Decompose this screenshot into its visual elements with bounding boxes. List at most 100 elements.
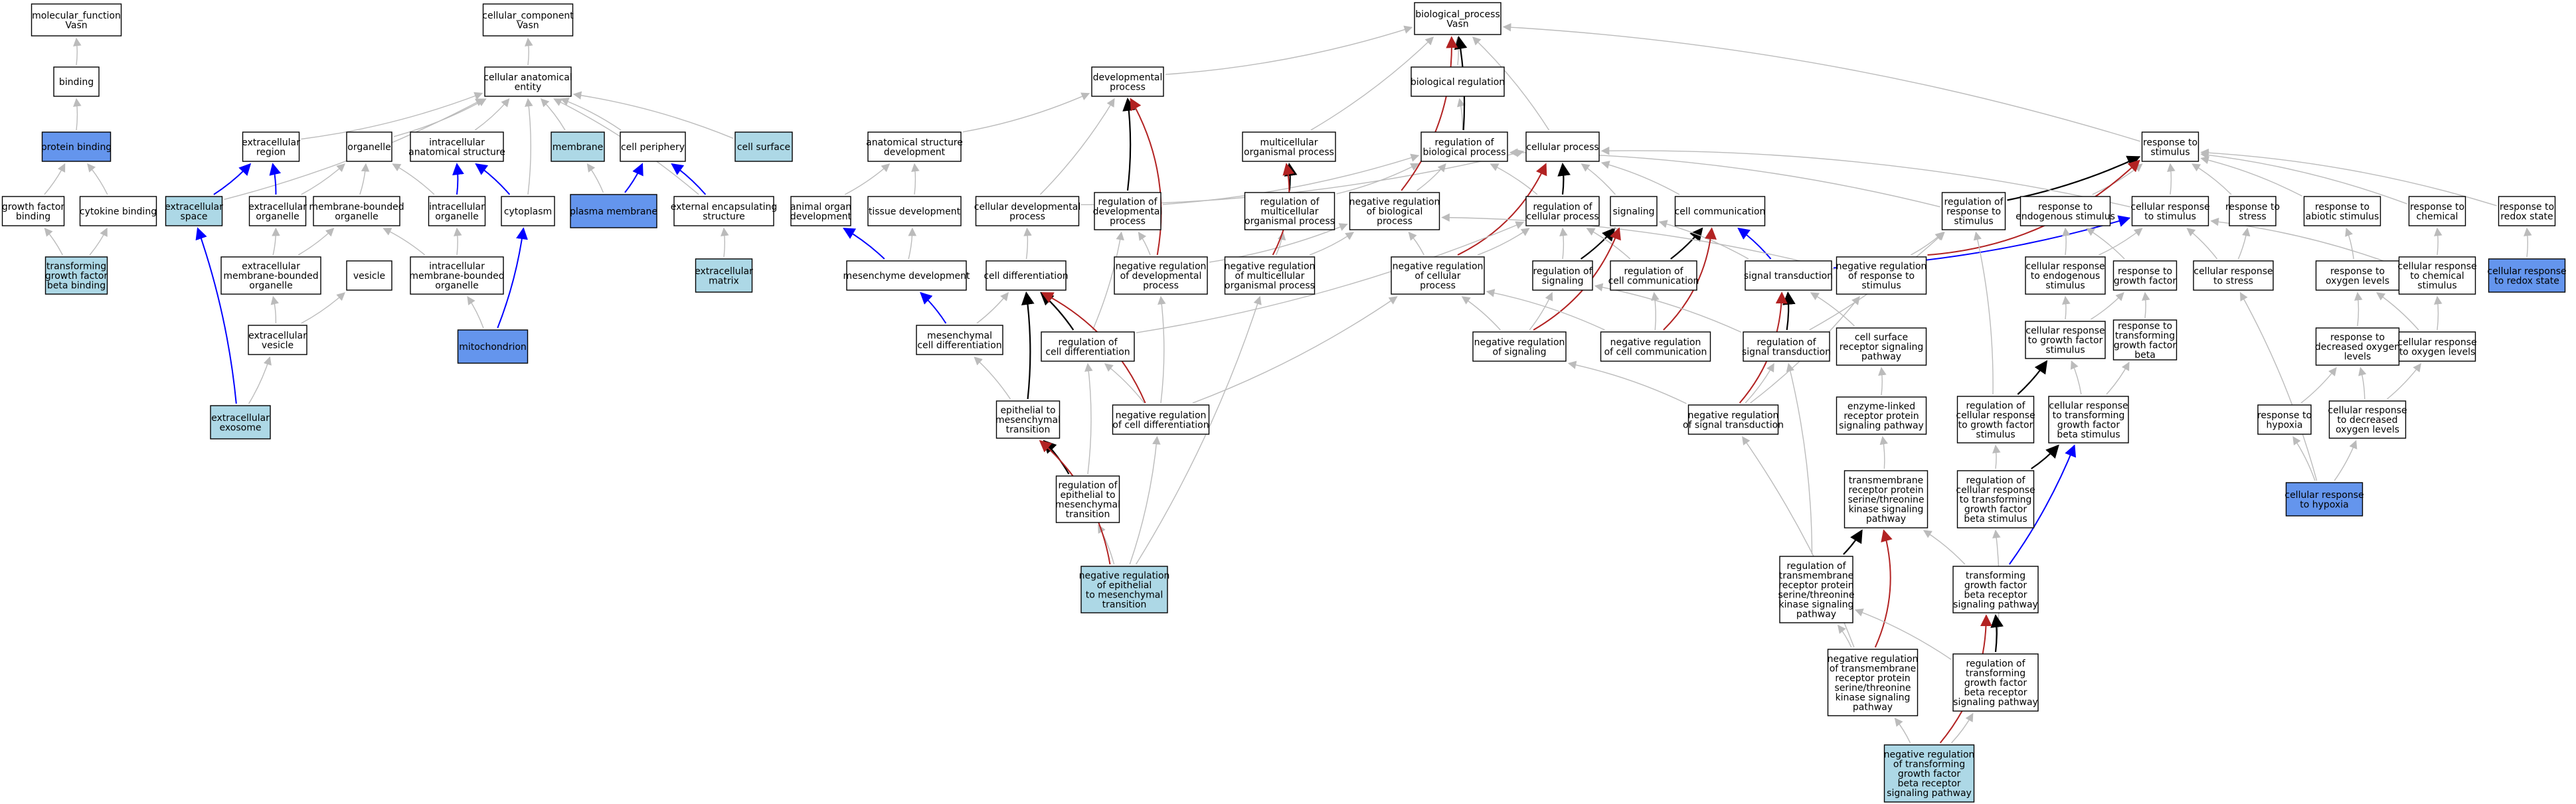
node-label-line: external encapsulating [671,202,777,212]
go-node-mitochondrion[interactable]: mitochondrion [457,329,529,364]
go-node-organelle[interactable]: organelle [346,131,392,162]
go-node-cell-diff[interactable]: cell differentiation [984,260,1069,291]
go-node-plasma-membrane[interactable]: plasma membrane [570,194,657,228]
go-node-bio-reg[interactable]: biological regulation [1411,66,1505,97]
go-node-cytoplasm[interactable]: cytoplasm [501,196,555,226]
go-node-vesicle[interactable]: vesicle [346,260,392,291]
go-node-protein-binding[interactable]: protein binding [41,131,112,162]
go-node-cytokine-binding[interactable]: cytokine binding [79,196,157,226]
go-node-cell-comm[interactable]: cell communication [1675,196,1766,226]
go-node-signal-trans[interactable]: signal transduction [1744,260,1833,291]
edge-cell_resp_hypoxia-to-cell_resp_stress [2239,291,2318,481]
go-node-tissue-dev[interactable]: tissue development [867,196,962,226]
go-node-mesenchyme-dev[interactable]: mesenchyme development [843,260,970,291]
node-box [44,256,108,295]
go-node-cell-periphery[interactable]: cell periphery [620,131,686,162]
go-node-cellular-process[interactable]: cellular process [1525,131,1600,162]
node-box [2328,400,2407,439]
go-node-cell-surface[interactable]: cell surface [734,131,793,162]
go-node-signaling[interactable]: signaling [1610,196,1658,226]
go-node-binding[interactable]: binding [53,66,100,97]
node-label-line: biological_process [1415,9,1500,20]
go-node-membrane[interactable]: membrane [551,131,605,162]
